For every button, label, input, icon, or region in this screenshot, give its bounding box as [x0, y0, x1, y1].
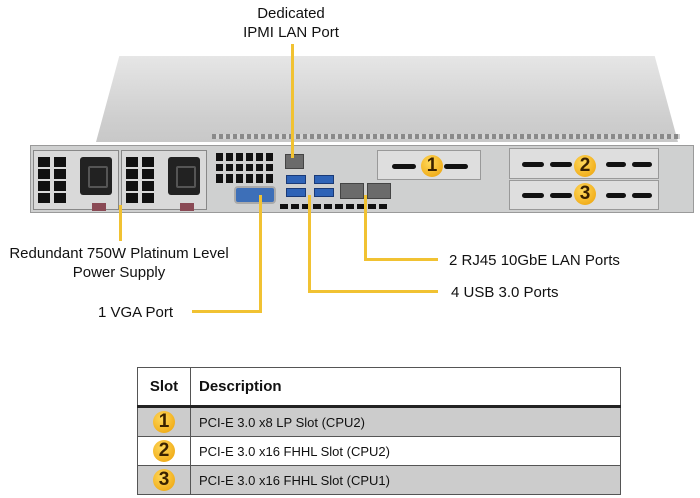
- usb-port: [286, 188, 306, 197]
- table-row: 2 PCI-E 3.0 x16 FHHL Slot (CPU2): [137, 436, 621, 466]
- slot-opening: [606, 193, 626, 198]
- ipmi-lan-callout: Dedicated IPMI LAN Port: [200, 4, 382, 42]
- io-vent-grid: [216, 153, 274, 183]
- slot-number-badge: 3: [153, 469, 175, 491]
- slot-cell: 2: [137, 436, 191, 466]
- usb-callout: 4 USB 3.0 Ports: [451, 284, 559, 301]
- slot-opening: [550, 193, 572, 198]
- psu-fan-grille: [38, 155, 66, 205]
- ipmi-lan-port: [285, 154, 304, 169]
- power-inlet-icon: [168, 157, 200, 195]
- vga-port: [234, 186, 276, 204]
- psu-fan-grille: [126, 155, 154, 205]
- slot-number-badge: 2: [153, 440, 175, 462]
- psu-callout: Redundant 750W Platinum Level Power Supp…: [0, 244, 238, 282]
- usb-port: [314, 188, 334, 197]
- chassis-vent-row: [212, 134, 680, 139]
- vga-leader-line-vertical: [259, 195, 262, 312]
- power-supply-2: [121, 150, 207, 211]
- table-header-row: Slot Description: [137, 367, 621, 408]
- io-bottom-vents: [280, 204, 390, 209]
- power-supply-1: [33, 150, 119, 211]
- table-row: 3 PCI-E 3.0 x16 FHHL Slot (CPU1): [137, 465, 621, 495]
- usb-leader-line-vertical: [308, 195, 311, 293]
- slot-number-badge: 1: [153, 411, 175, 433]
- vga-callout: 1 VGA Port: [98, 304, 174, 321]
- ipmi-leader-line: [291, 44, 294, 158]
- table-row: 1 PCI-E 3.0 x8 LP Slot (CPU2): [137, 406, 621, 437]
- slot-opening: [522, 193, 544, 198]
- pcie-slot-table: Slot Description 1 PCI-E 3.0 x8 LP Slot …: [137, 367, 621, 495]
- psu-callout-line1: Redundant 750W Platinum Level: [9, 245, 229, 262]
- lan-port-2: [367, 183, 391, 199]
- usb-port: [286, 175, 306, 184]
- slot-badge-2: 2: [574, 155, 596, 177]
- slot-badge-3: 3: [574, 183, 596, 205]
- ipmi-callout-line1: Dedicated: [257, 5, 325, 22]
- power-inlet-icon: [80, 157, 112, 195]
- slot-opening: [632, 193, 652, 198]
- chassis-top-cover: [96, 56, 678, 142]
- slot-cell: 3: [137, 465, 191, 495]
- slot-opening: [522, 162, 544, 167]
- usb-leader-line-horizontal: [308, 290, 438, 293]
- slot-opening: [550, 162, 572, 167]
- usb-port: [314, 175, 334, 184]
- ipmi-callout-line2: IPMI LAN Port: [243, 24, 339, 41]
- psu-leader-line: [119, 205, 122, 241]
- psu-release-tab: [92, 203, 106, 211]
- psu-callout-line2: Power Supply: [72, 264, 166, 281]
- slot-opening: [392, 164, 416, 169]
- lan-leader-line-vertical: [364, 195, 367, 261]
- description-cell: PCI-E 3.0 x16 FHHL Slot (CPU1): [190, 465, 621, 495]
- vga-leader-line-horizontal: [192, 310, 262, 313]
- header-slot: Slot: [137, 367, 191, 408]
- lan-leader-line-horizontal: [364, 258, 438, 261]
- slot-opening: [444, 164, 468, 169]
- slot-opening: [606, 162, 626, 167]
- psu-release-tab: [180, 203, 194, 211]
- description-cell: PCI-E 3.0 x8 LP Slot (CPU2): [190, 406, 621, 437]
- slot-cell: 1: [137, 406, 191, 437]
- header-description: Description: [190, 367, 621, 408]
- slot-opening: [632, 162, 652, 167]
- slot-badge-1: 1: [421, 155, 443, 177]
- description-cell: PCI-E 3.0 x16 FHHL Slot (CPU2): [190, 436, 621, 466]
- lan-callout: 2 RJ45 10GbE LAN Ports: [449, 252, 620, 269]
- lan-port-1: [340, 183, 364, 199]
